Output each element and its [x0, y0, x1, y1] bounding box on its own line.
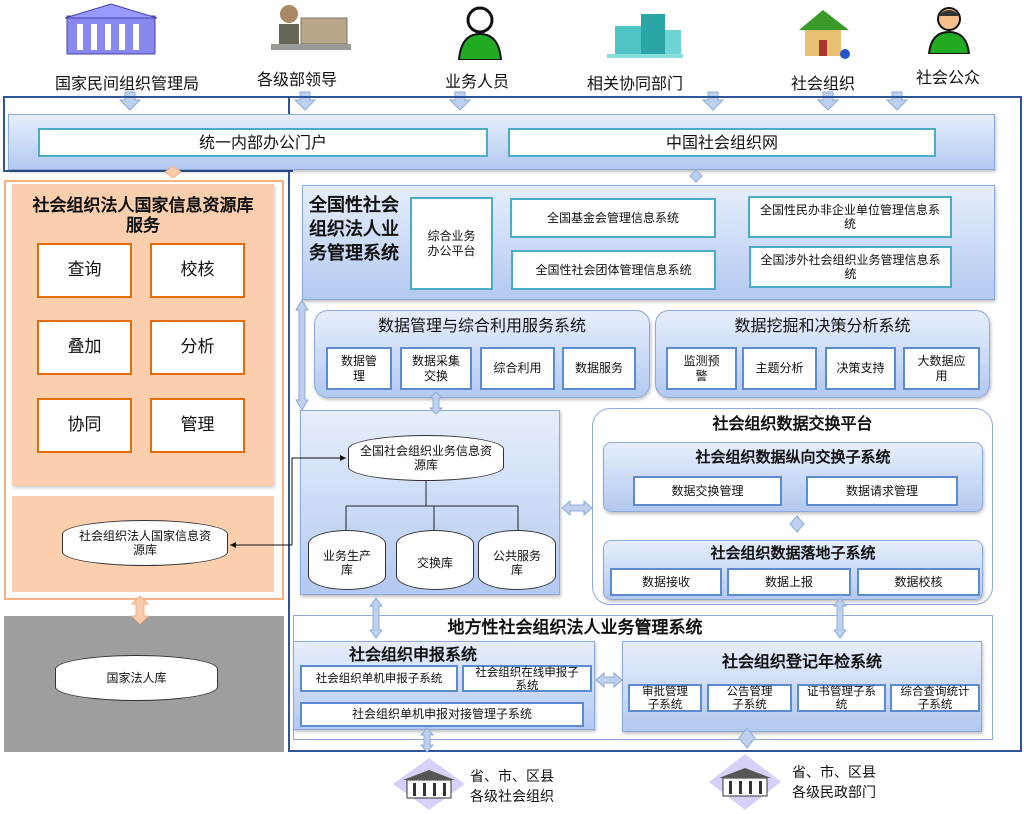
- main-system-frame: [288, 96, 1022, 752]
- exchange-db[interactable]: 交换库: [396, 530, 474, 590]
- production-db[interactable]: 业务生产库: [308, 530, 386, 590]
- business-resource-db[interactable]: 全国社会组织业务信息资源库: [348, 435, 504, 481]
- actor-gov-bureau: 国家民间组织管理局: [55, 0, 220, 93]
- foundation-mis[interactable]: 全国基金会管理信息系统: [510, 198, 716, 238]
- report-system-title: 社会组织申报系统: [348, 645, 477, 665]
- query-statistics-subsystem[interactable]: 综合查询统计子系统: [890, 684, 980, 712]
- exchange-platform-title: 社会组织数据交换平台: [712, 414, 873, 434]
- data-verify[interactable]: 数据校核: [857, 568, 980, 596]
- actor-social-orgs: 社会组织: [785, 0, 865, 93]
- bottom-entity-line1: 省、市、区县: [792, 765, 876, 781]
- standalone-docking-subsystem[interactable]: 社会组织单机申报对接管理子系统: [300, 702, 584, 727]
- integrated-office-platform[interactable]: 综合业务办公平台: [410, 197, 493, 290]
- service-analysis[interactable]: 分析: [150, 320, 245, 375]
- vertical-exchange-title: 社会组织数据纵向交换子系统: [695, 448, 891, 466]
- social-group-mis[interactable]: 全国性社会团体管理信息系统: [511, 250, 716, 290]
- double-arrow-icon: [689, 169, 703, 183]
- house-icon: [799, 10, 850, 59]
- actor-partner-departments: 相关协同部门: [585, 0, 705, 93]
- bottom-entity-line2: 各级民政部门: [792, 785, 876, 801]
- data-receive[interactable]: 数据接收: [610, 568, 722, 596]
- double-arrow-icon: [428, 391, 444, 415]
- public-service-db[interactable]: 公共服务库: [478, 530, 556, 590]
- china-social-org-website[interactable]: 中国社会组织网: [508, 128, 936, 157]
- landing-title: 社会组织数据落地子系统: [710, 544, 876, 562]
- bottom-entity-line2: 各级社会组织: [470, 789, 554, 805]
- actor-label: 社会组织: [791, 74, 856, 93]
- national-system-title: 全国性社会组织法人业务管理系统: [309, 195, 399, 264]
- actor-public: 社会公众: [912, 0, 992, 92]
- service-query[interactable]: 查询: [37, 243, 132, 298]
- double-arrow-icon: [833, 597, 847, 639]
- actor-label: 相关协同部门: [587, 74, 684, 93]
- national-legal-person-db[interactable]: 国家法人库: [55, 655, 218, 701]
- data-mgmt-item[interactable]: 数据服务: [562, 347, 636, 390]
- service-overlay[interactable]: 叠加: [37, 320, 132, 375]
- db-connectors: [345, 481, 519, 530]
- data-exchange-mgmt[interactable]: 数据交换管理: [633, 476, 782, 506]
- data-mining-item[interactable]: 决策支持: [825, 347, 896, 390]
- online-report-subsystem[interactable]: 社会组织在线申报子系统: [462, 665, 592, 692]
- resource-service-title: 社会组织法人国家信息资源库服务: [32, 195, 254, 236]
- standalone-report-subsystem[interactable]: 社会组织单机申报子系统: [300, 665, 458, 692]
- public-person-icon: [927, 7, 971, 54]
- announcement-subsystem[interactable]: 公告管理子系统: [707, 684, 792, 712]
- private-nonenterprise-mis[interactable]: 全国性民办非企业单位管理信息系统: [748, 196, 952, 238]
- double-arrow-icon: [295, 299, 309, 411]
- actor-label: 各级部领导: [257, 70, 338, 89]
- national-resource-repo-db[interactable]: 社会组织法人国家信息资源库: [62, 520, 228, 566]
- data-mgmt-item[interactable]: 数据管理: [326, 347, 392, 390]
- data-mgmt-item[interactable]: 数据采集交换: [400, 347, 472, 390]
- data-management-title: 数据管理与综合利用服务系统: [377, 316, 586, 336]
- bottom-entity-social-orgs: 省、市、区县 各级社会组织: [385, 752, 585, 814]
- resource-service-frame: [4, 180, 284, 600]
- approval-subsystem[interactable]: 审批管理子系统: [628, 684, 702, 712]
- bottom-entity-line1: 省、市、区县: [470, 769, 554, 785]
- data-mining-item[interactable]: 大数据应用: [903, 347, 980, 390]
- government-building-icon: [393, 758, 465, 810]
- data-mgmt-item[interactable]: 综合利用: [480, 347, 555, 390]
- portal-frame: [3, 96, 293, 172]
- data-mining-item[interactable]: 主题分析: [742, 347, 817, 390]
- data-mining-item[interactable]: 监测预警: [666, 347, 737, 390]
- double-arrow-icon: [561, 499, 593, 517]
- data-request-mgmt[interactable]: 数据请求管理: [806, 476, 958, 506]
- data-report[interactable]: 数据上报: [727, 568, 851, 596]
- registry-system-title: 社会组织登记年检系统: [721, 652, 882, 672]
- foreign-org-mis[interactable]: 全国涉外社会组织业务管理信息系统: [749, 246, 952, 288]
- actor-label: 国家民间组织管理局: [55, 74, 200, 93]
- certificate-subsystem[interactable]: 证书管理子系统: [797, 684, 886, 712]
- double-arrow-icon: [789, 515, 805, 533]
- local-system-title: 地方性社会组织法人业务管理系统: [447, 617, 703, 638]
- office-building-icon: [607, 14, 683, 58]
- service-verify[interactable]: 校核: [150, 243, 245, 298]
- staff-person-icon: [457, 6, 503, 60]
- double-arrow-icon: [595, 671, 623, 689]
- actor-leaders: 各级部领导: [255, 0, 365, 92]
- double-arrow-icon: [164, 165, 182, 179]
- double-arrow-icon: [419, 727, 435, 753]
- actor-staff: 业务人员: [440, 0, 530, 92]
- leader-at-desk-icon: [271, 5, 351, 50]
- double-arrow-icon: [130, 595, 150, 625]
- data-mining-title: 数据挖掘和决策分析系统: [734, 316, 911, 336]
- double-arrow-icon: [369, 597, 383, 639]
- government-building-icon: [709, 754, 781, 810]
- actor-label: 业务人员: [445, 72, 510, 91]
- bottom-entity-civil-affairs: 省、市、区县 各级民政部门: [705, 752, 905, 814]
- actor-label: 社会公众: [916, 68, 981, 87]
- double-arrow-icon: [738, 727, 756, 749]
- government-building-icon: [64, 3, 158, 55]
- service-management[interactable]: 管理: [150, 398, 245, 453]
- internal-office-portal[interactable]: 统一内部办公门户: [38, 128, 488, 157]
- service-collaboration[interactable]: 协同: [37, 398, 132, 453]
